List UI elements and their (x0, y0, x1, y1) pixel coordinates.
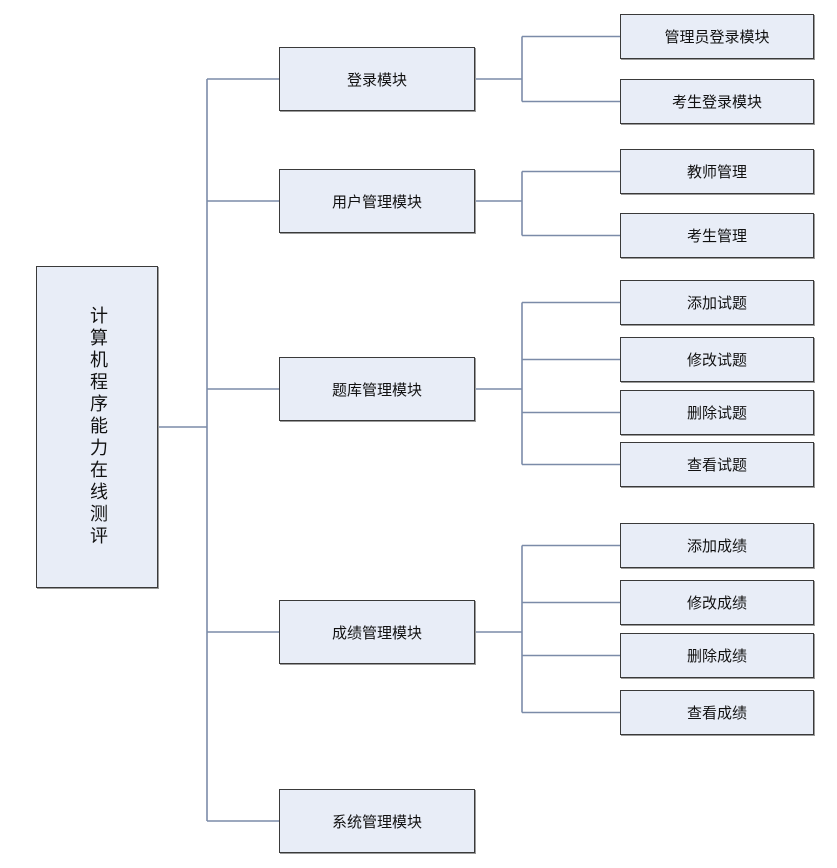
module-node-3: 成绩管理模块 (279, 600, 475, 664)
leaf-node-2-1: 修改试题 (620, 337, 814, 382)
leaf-node-1-1: 考生管理 (620, 213, 814, 258)
module-node-4: 系统管理模块 (279, 789, 475, 853)
module-node-2: 题库管理模块 (279, 357, 475, 421)
leaf-node-0-1: 考生登录模块 (620, 79, 814, 124)
leaf-node-3-2: 删除成绩 (620, 633, 814, 678)
root-node: 计算机程序能力在线测评 (36, 266, 158, 588)
leaf-node-2-0: 添加试题 (620, 280, 814, 325)
leaf-node-2-2: 删除试题 (620, 390, 814, 435)
leaf-node-2-3: 查看试题 (620, 442, 814, 487)
leaf-node-3-0: 添加成绩 (620, 523, 814, 568)
leaf-node-3-1: 修改成绩 (620, 580, 814, 625)
leaf-node-3-3: 查看成绩 (620, 690, 814, 735)
leaf-node-1-0: 教师管理 (620, 149, 814, 194)
leaf-node-0-0: 管理员登录模块 (620, 14, 814, 59)
module-node-0: 登录模块 (279, 47, 475, 111)
module-node-1: 用户管理模块 (279, 169, 475, 233)
